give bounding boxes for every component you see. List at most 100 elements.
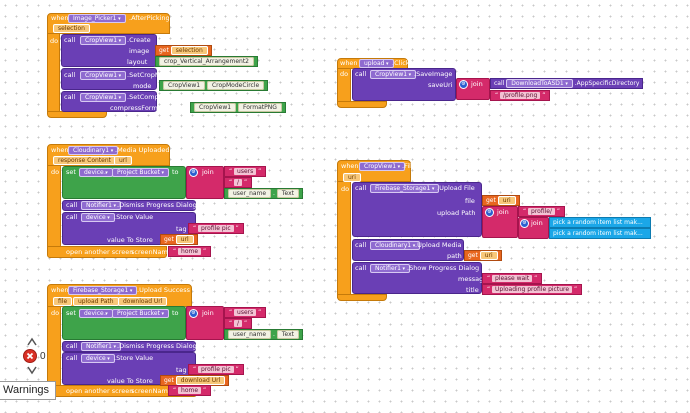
string-value[interactable]: home <box>178 387 202 394</box>
string-value[interactable]: profile pic <box>198 366 234 373</box>
screenname-label: screenName <box>131 387 172 395</box>
random-item-block-1[interactable]: pick a random item list mak... <box>549 217 651 228</box>
string-profile[interactable]: “ profile/ ” <box>518 206 566 217</box>
notifier-dropdown[interactable]: Notifier1 <box>370 264 411 273</box>
cropview-dropdown[interactable]: CropView1 <box>80 36 127 45</box>
string-value[interactable]: home <box>178 248 202 255</box>
appspecific-directory-block[interactable]: call DownloadToASD1 .AppSpecificDirector… <box>490 78 644 89</box>
string-uploading-title[interactable]: “ Uploading profile picture ” <box>482 284 583 295</box>
text-dropdown[interactable]: Text <box>276 189 299 198</box>
open-screen-block[interactable] <box>47 246 167 258</box>
url-dropdown[interactable]: url <box>175 235 194 244</box>
arrow-down-icon[interactable] <box>27 366 37 375</box>
selection-dropdown[interactable]: selection <box>170 46 208 55</box>
gear-icon[interactable]: ⚙ <box>520 219 529 228</box>
warnings-button[interactable]: Warnings <box>0 381 56 400</box>
param-selection[interactable]: selection <box>53 24 90 33</box>
event-footer <box>47 111 107 118</box>
get-uri-block[interactable]: get uri <box>464 250 502 261</box>
string-value[interactable]: / <box>234 320 243 327</box>
component-dropdown[interactable]: Cloudinary1 <box>68 146 119 155</box>
string-value[interactable]: users <box>234 309 257 316</box>
cropview-dropdown[interactable]: CropView1 <box>80 93 127 102</box>
string-value[interactable]: / <box>234 179 243 186</box>
gear-icon[interactable]: ⚙ <box>485 208 494 217</box>
string-value[interactable]: Uploading profile picture <box>492 286 573 293</box>
device-dropdown[interactable]: device <box>81 213 115 222</box>
cloudinary-dropdown[interactable]: Cloudinary1 <box>370 241 421 250</box>
gear-icon[interactable]: ⚙ <box>189 309 198 318</box>
username-text-block[interactable]: user_name . Text <box>224 188 303 199</box>
random-item-block-2[interactable]: pick a random item list mak... <box>549 228 651 239</box>
to-label: to <box>172 168 179 176</box>
username-text-block[interactable]: user_name . Text <box>224 329 303 340</box>
param-url[interactable]: url <box>114 156 132 165</box>
string-users[interactable]: “ users ” <box>224 166 267 177</box>
layout-dropdown[interactable]: crop_Vertical_Arrangement2 <box>159 57 254 66</box>
notifier-dropdown[interactable]: Notifier1 <box>81 342 122 351</box>
join-label: join <box>202 309 214 317</box>
open-screen-label: open another screen <box>66 387 134 395</box>
param-file[interactable]: file <box>53 297 73 306</box>
string-profile-pic[interactable]: “ profile pic ” <box>188 223 244 234</box>
string-value[interactable]: users <box>234 168 257 175</box>
string-value[interactable]: profile pic <box>198 225 234 232</box>
gear-icon[interactable]: ⚙ <box>189 168 198 177</box>
when-label: when <box>51 14 69 22</box>
string-home[interactable]: “ home ” <box>168 385 212 396</box>
get-uri-block[interactable]: get uri <box>482 195 520 206</box>
format-value-dropdown[interactable]: FormatPNG <box>237 103 282 112</box>
cropview-dropdown[interactable]: CropView1 <box>80 71 127 80</box>
get-selection-block[interactable]: get selection <box>155 45 212 56</box>
cropview-dropdown[interactable]: CropView1 <box>370 70 417 79</box>
gear-icon[interactable]: ⚙ <box>459 80 468 89</box>
component-dropdown[interactable]: CropView1 <box>359 162 406 171</box>
bucket-dropdown[interactable]: Project Bucket <box>112 168 170 177</box>
mode-value-dropdown[interactable]: CropModeCircle <box>206 81 265 90</box>
param-upload-path[interactable]: upload Path <box>73 297 119 306</box>
tag-socket-label: tag <box>176 225 187 233</box>
device-dropdown[interactable]: device <box>79 168 113 177</box>
call-dismiss-block[interactable] <box>62 341 196 352</box>
component-dropdown[interactable]: Image_Picker1 <box>68 14 126 23</box>
param-response-content[interactable]: response Content <box>53 156 117 165</box>
format-component-dropdown[interactable]: CropView1 <box>194 103 237 112</box>
uri-dropdown[interactable]: uri <box>479 251 498 260</box>
downloader-dropdown[interactable]: DownloadToASD1 <box>506 79 573 88</box>
device-dropdown[interactable]: device <box>79 309 113 318</box>
username-dropdown[interactable]: user_name <box>228 189 272 198</box>
string-value[interactable]: profile/ <box>528 208 555 215</box>
get-url-block[interactable]: get url <box>160 234 198 245</box>
device-dropdown[interactable]: device <box>81 354 115 363</box>
string-profile-pic[interactable]: “ profile pic ” <box>188 364 244 375</box>
arrow-up-icon[interactable] <box>27 337 37 346</box>
string-users[interactable]: “ users ” <box>224 307 267 318</box>
component-dropdown[interactable]: upload <box>359 59 394 68</box>
notifier-dropdown[interactable]: Notifier1 <box>81 201 122 210</box>
format-block[interactable]: CropView1 FormatPNG <box>190 102 286 113</box>
event-name: .Upload Success <box>137 286 191 294</box>
username-dropdown[interactable]: user_name <box>228 330 272 339</box>
string-slash[interactable]: “ / ” <box>224 318 253 329</box>
mode-component-dropdown[interactable]: CropView1 <box>163 81 206 90</box>
string-value[interactable]: please wait <box>492 275 533 282</box>
call-label: call <box>355 184 367 192</box>
string-please-wait[interactable]: “ please wait ” <box>482 273 543 284</box>
layout-component-block[interactable]: crop_Vertical_Arrangement2 <box>155 56 258 67</box>
component-dropdown[interactable]: Firebase_Storage1 <box>68 286 138 295</box>
string-home[interactable]: “ home ” <box>168 246 212 257</box>
call-dismiss-block[interactable] <box>62 200 196 211</box>
call-label: call <box>66 213 78 221</box>
param-uri[interactable]: uri <box>343 173 361 182</box>
method-storevalue: .Store Value <box>114 213 154 221</box>
string-value[interactable]: /profile.png <box>500 92 541 99</box>
download-url-dropdown[interactable]: download Url <box>175 376 226 385</box>
uri-dropdown[interactable]: uri <box>497 196 516 205</box>
crop-mode-block[interactable]: CropView1 CropModeCircle <box>159 80 269 91</box>
string-profile-png[interactable]: “ /profile.png ” <box>490 90 551 101</box>
storage-dropdown[interactable]: Firebase_Storage1 <box>370 184 440 193</box>
param-download-url[interactable]: download Url <box>118 297 168 306</box>
string-slash[interactable]: “ / ” <box>224 177 253 188</box>
text-dropdown[interactable]: Text <box>276 330 299 339</box>
bucket-dropdown[interactable]: Project Bucket <box>112 309 170 318</box>
